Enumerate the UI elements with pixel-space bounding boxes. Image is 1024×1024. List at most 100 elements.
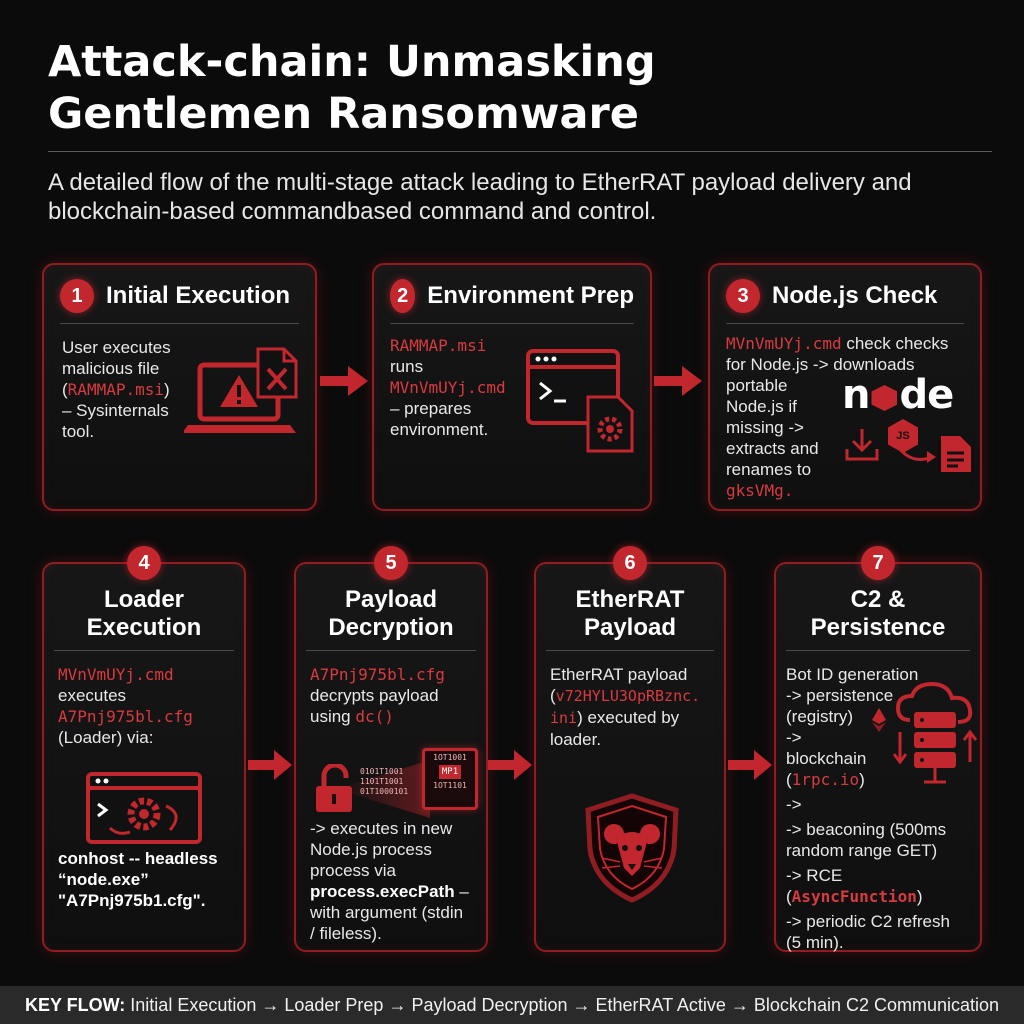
step-7-line: -> RCE (	[786, 866, 843, 906]
nodejs-logo-n: n	[842, 372, 871, 418]
step-4-command-line: “node.exe”	[58, 870, 149, 889]
ethereum-icon	[872, 708, 886, 732]
step-1-title: Initial Execution	[106, 282, 291, 309]
step-7-line: ->	[786, 728, 802, 747]
step-6-line: EtherRAT payload	[550, 665, 688, 684]
binary-line: 01T1000101	[360, 787, 409, 796]
step-card-1: 1 Initial Execution User executes malici…	[42, 263, 317, 511]
chip-label: 1OT1001	[433, 753, 467, 762]
step-3-line: check checks	[841, 334, 949, 353]
step-card-7: 7 C2 & Persistence Bot ID generation -> …	[774, 546, 982, 953]
flow-arrow-icon	[488, 750, 532, 780]
filename-cmd: MVnVmUYj.cmd	[390, 378, 506, 397]
js-label: JS	[896, 430, 910, 442]
title-line-2: Gentlemen Ransomware	[48, 89, 639, 139]
step-1-header: 1 Initial Execution	[60, 279, 299, 324]
step-4-title-line: Loader	[103, 586, 184, 613]
step-6-title-line: EtherRAT	[575, 586, 685, 613]
filename-rammap: RAMMAP.msi	[67, 380, 164, 399]
step-2-title: Environment Prep	[427, 282, 634, 309]
step-5-title-line: Decryption	[328, 614, 454, 641]
nodejs-logo-de: de	[899, 372, 954, 418]
step-5-line: with argument (stdin	[310, 903, 464, 922]
nodejs-logo-hexagon	[871, 385, 898, 411]
step-2-line: – prepares	[390, 399, 472, 418]
step-4-line: (Loader) via:	[58, 728, 154, 747]
page-subtitle: A detailed flow of the multi-stage attac…	[48, 168, 988, 226]
filename-cfg: A7Pnj975bl.cfg	[310, 665, 445, 684]
step-2-text: RAMMAP.msi runs MVnVmUYj.cmd – prepares …	[390, 335, 530, 440]
flow-arrow-icon	[248, 750, 292, 780]
step-4-title: Loader Execution	[54, 586, 234, 651]
step-6-line: ) executed by	[577, 708, 680, 727]
step-4-title-line: Execution	[86, 614, 202, 641]
step-3-line: Node.js if	[726, 397, 797, 416]
step-7-line: )	[859, 770, 865, 789]
step-7-line: blockchain	[786, 749, 867, 768]
step-2-header: 2 Environment Prep	[390, 279, 634, 324]
document-icon	[941, 436, 971, 472]
flow-arrow-icon	[320, 366, 368, 396]
filename-ini: v72HYLU3OpRBznc.	[555, 687, 701, 705]
step-card-5: 5 Payload Decryption A7Pnj975bl.cfg decr…	[294, 546, 488, 952]
step-3-header: 3 Node.js Check	[726, 279, 964, 324]
step-5-title-line: Payload	[344, 586, 438, 613]
filename-rammap: RAMMAP.msi	[390, 336, 487, 355]
step-3-text: MVnVmUYj.cmd check checks for Node.js ->…	[726, 333, 976, 501]
step-5-text-2: -> executes in new Node.js process proce…	[310, 818, 488, 944]
padlock-open-icon	[316, 764, 352, 812]
step-1-badge: 1	[60, 279, 94, 313]
step-card-2: 2 Environment Prep RAMMAP.msi runs MVnVm…	[372, 263, 652, 511]
process-execpath: process.execPath	[310, 882, 455, 901]
step-6-text: EtherRAT payload (v72HYLU3OpRBznc. ini) …	[550, 664, 725, 750]
step-5-line: / fileless).	[310, 924, 382, 943]
step-4-command-line: "A7Pnj975b1.cfg".	[58, 891, 206, 910]
step-6-title-line: Payload	[583, 614, 677, 641]
step-4-line: executes	[58, 686, 127, 705]
step-5-line: using	[310, 707, 356, 726]
flow-arrow-icon	[896, 446, 936, 463]
subtitle-line-1: A detailed flow of the multi-stage attac…	[48, 169, 912, 196]
key-flow-text: Initial Execution → Loader Prep → Payloa…	[125, 995, 1000, 1015]
step-7-line: (registry)	[786, 707, 854, 726]
step-1-text: User executes malicious file (RAMMAP.msi…	[62, 337, 192, 442]
step-7-title-line: C2 &	[850, 586, 906, 613]
chip-label: 1OT1101	[433, 781, 467, 790]
step-card-3: 3 Node.js Check MVnVmUYj.cmd check check…	[708, 263, 982, 511]
step-4-command: conhost -- headless “node.exe” "A7Pnj975…	[58, 848, 248, 911]
step-5-text: A7Pnj975bl.cfg decrypts payload using dc…	[310, 664, 485, 727]
step-1-line: User executes	[62, 338, 171, 357]
step-4-command-line: conhost -- headless	[58, 849, 218, 868]
step-7-badge: 7	[861, 546, 895, 580]
step-2-line: environment.	[390, 420, 489, 439]
step-7-text: Bot ID generation -> persistence (regist…	[786, 664, 982, 953]
key-flow-footer: KEY FLOW: Initial Execution → Loader Pre…	[0, 986, 1024, 1024]
step-3-badge: 3	[726, 279, 760, 313]
rpc-endpoint: 1rpc.io	[791, 770, 860, 789]
filename-cfg: A7Pnj975bl.cfg	[58, 707, 193, 726]
step-1-line: tool.	[62, 422, 95, 441]
binary-stream: 0101T1001 1101T1001 01T1000101	[360, 767, 408, 797]
step-7-line: ->	[786, 795, 802, 814]
step-5-line: decrypts payload	[310, 686, 439, 705]
step-1-line: – Sysinternals	[62, 401, 169, 420]
step-2-line: runs	[390, 357, 424, 376]
step-3-title: Node.js Check	[772, 282, 938, 309]
filename-ini: ini	[550, 709, 578, 727]
binary-line: 0101T1001	[360, 767, 404, 776]
step-6-title: EtherRAT Payload	[546, 586, 714, 651]
step-4-text: MVnVmUYj.cmd executes A7Pnj975bl.cfg (Lo…	[58, 664, 238, 748]
step-1-line: )	[164, 380, 170, 399]
step-5-badge: 5	[374, 546, 408, 580]
asyncfunction-label: AsyncFunction	[791, 887, 917, 906]
subtitle-line-2: blockchain-based commandbased command an…	[48, 198, 657, 225]
function-dc: dc()	[355, 707, 394, 726]
step-3-line: missing ->	[726, 418, 804, 437]
settings-file-icon	[586, 395, 634, 453]
filename-cmd: MVnVmUYj.cmd	[58, 665, 174, 684]
flow-arrow-icon	[728, 750, 772, 780]
cloud-server-icon	[892, 682, 978, 784]
excel-file-icon	[256, 347, 298, 399]
step-5-line: process via	[310, 861, 396, 880]
binary-line: 1101T1001	[360, 777, 404, 786]
